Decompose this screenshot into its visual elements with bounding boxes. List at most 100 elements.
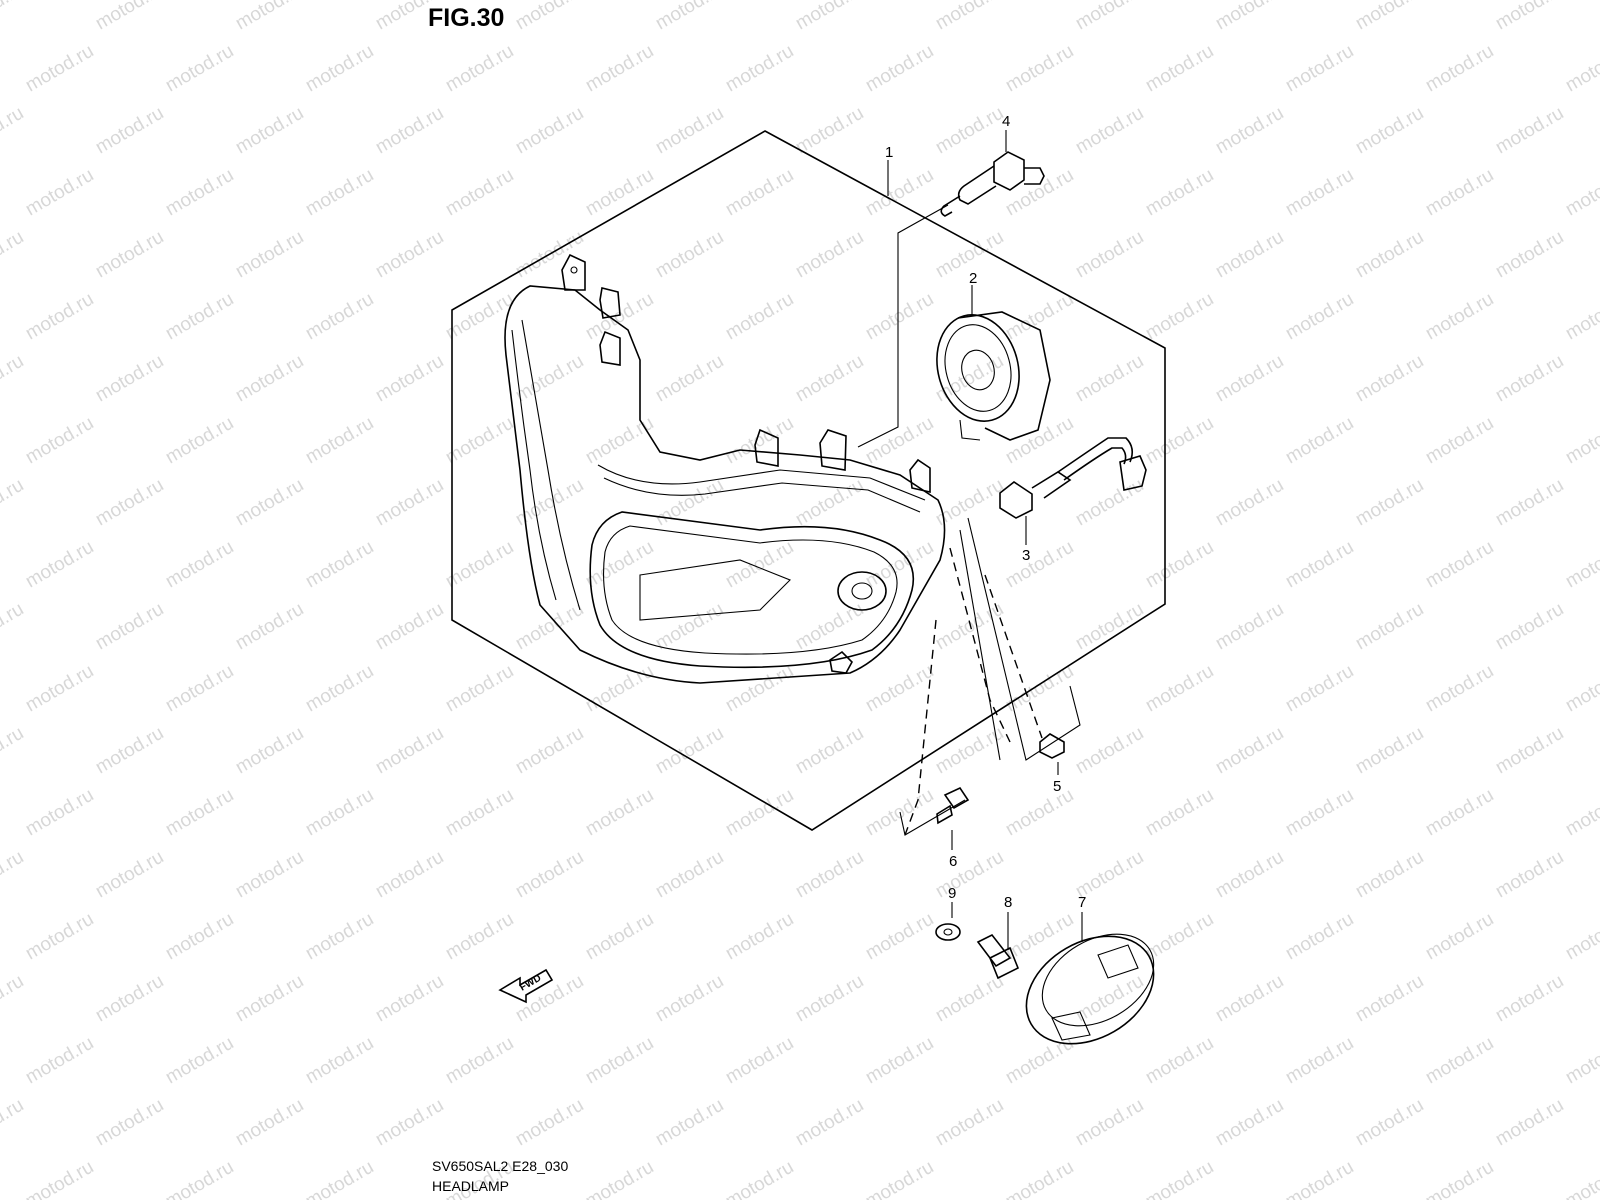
watermark-text: motod.ru <box>372 227 447 283</box>
callout-6[interactable]: 6 <box>949 853 957 870</box>
watermark-text: motod.ru <box>652 723 727 779</box>
watermark-text: motod.ru <box>0 599 27 655</box>
headlamp-bulb[interactable] <box>940 130 1045 217</box>
watermark-text: motod.ru <box>22 909 97 965</box>
watermark-text: motod.ru <box>1002 785 1077 841</box>
watermark-text: motod.ru <box>442 41 517 97</box>
watermark-text: motod.ru <box>1282 661 1357 717</box>
watermark-text: motod.ru <box>302 661 377 717</box>
watermark-text: motod.ru <box>722 41 797 97</box>
watermark-text: motod.ru <box>0 103 27 159</box>
watermark-text: motod.ru <box>582 289 657 345</box>
watermark-text: motod.ru <box>162 1157 237 1200</box>
watermark-text: motod.ru <box>722 1157 797 1200</box>
watermark-text: motod.ru <box>792 103 867 159</box>
watermark-text: motod.ru <box>1352 1095 1427 1151</box>
watermark-text: motod.ru <box>1002 537 1077 593</box>
watermark-text: motod.ru <box>722 1033 797 1089</box>
leader-bracket-6 <box>899 799 966 836</box>
callout-4[interactable]: 4 <box>1002 113 1010 130</box>
callout-5[interactable]: 5 <box>1053 778 1061 795</box>
watermark-text: motod.ru <box>1492 1095 1567 1151</box>
watermark-text: motod.ru <box>1142 909 1217 965</box>
watermark-text: motod.ru <box>442 413 517 469</box>
watermark-text: motod.ru <box>302 909 377 965</box>
watermark-text: motod.ru <box>232 723 307 779</box>
reflector[interactable] <box>1007 912 1173 1066</box>
socket-cover[interactable] <box>925 285 1051 441</box>
watermark-text: motod.ru <box>1492 475 1567 531</box>
watermark-text: motod.ru <box>582 1157 657 1200</box>
watermark-text: motod.ru <box>0 1095 27 1151</box>
watermark-text: motod.ru <box>1352 103 1427 159</box>
lamp-socket-wire[interactable] <box>999 437 1147 545</box>
watermark-text: motod.ru <box>1072 599 1147 655</box>
watermark-text: motod.ru <box>1072 351 1147 407</box>
watermark-text: motod.ru <box>1422 165 1497 221</box>
callout-3[interactable]: 3 <box>1022 547 1030 564</box>
watermark-text: motod.ru <box>1562 289 1600 345</box>
watermark-text: motod.ru <box>22 413 97 469</box>
watermark-text: motod.ru <box>792 1095 867 1151</box>
watermark-text: motod.ru <box>232 1095 307 1151</box>
watermark-text: motod.ru <box>22 785 97 841</box>
watermark-text: motod.ru <box>792 971 867 1027</box>
watermark-text: motod.ru <box>512 1095 587 1151</box>
watermark-text: motod.ru <box>232 351 307 407</box>
watermark-text: motod.ru <box>162 413 237 469</box>
watermark-text: motod.ru <box>302 1157 377 1200</box>
watermark-text: motod.ru <box>722 785 797 841</box>
watermark-text: motod.ru <box>22 165 97 221</box>
watermark-text: motod.ru <box>22 289 97 345</box>
watermark-text: motod.ru <box>1492 0 1567 34</box>
watermark-text: motod.ru <box>232 227 307 283</box>
watermark-text: motod.ru <box>22 1157 97 1200</box>
screw[interactable] <box>936 786 970 850</box>
watermark-text: motod.ru <box>1492 599 1567 655</box>
watermark-text: motod.ru <box>442 537 517 593</box>
watermark-text: motod.ru <box>92 0 167 34</box>
callout-7[interactable]: 7 <box>1078 894 1086 911</box>
watermark-text: motod.ru <box>512 723 587 779</box>
watermark-text: motod.ru <box>92 847 167 903</box>
watermark-text: motod.ru <box>722 289 797 345</box>
position-bulb-group[interactable] <box>959 517 1081 775</box>
headlamp-housing[interactable] <box>504 253 946 684</box>
watermark-text: motod.ru <box>162 661 237 717</box>
watermark-text: motod.ru <box>1492 971 1567 1027</box>
watermark-text: motod.ru <box>1422 1033 1497 1089</box>
watermark-text: motod.ru <box>1492 103 1567 159</box>
watermark-text: motod.ru <box>1352 0 1427 34</box>
watermark-text: motod.ru <box>92 599 167 655</box>
callout-8[interactable]: 8 <box>1004 894 1012 911</box>
watermark-text: motod.ru <box>1282 41 1357 97</box>
watermark-text: motod.ru <box>22 661 97 717</box>
watermark-text: motod.ru <box>582 661 657 717</box>
watermark-text: motod.ru <box>862 165 937 221</box>
callout-1[interactable]: 1 <box>885 144 893 161</box>
watermark-text: motod.ru <box>652 103 727 159</box>
leader-bracket-1 <box>857 204 949 448</box>
watermark-text: motod.ru <box>92 475 167 531</box>
watermark-text: motod.ru <box>92 971 167 1027</box>
callout-2[interactable]: 2 <box>969 270 977 287</box>
watermark-text: motod.ru <box>652 227 727 283</box>
watermark-text: motod.ru <box>0 475 27 531</box>
watermark-text: motod.ru <box>372 351 447 407</box>
watermark-text: motod.ru <box>0 351 27 407</box>
callout-9[interactable]: 9 <box>948 885 956 902</box>
spacer[interactable] <box>976 912 1020 980</box>
watermark-text: motod.ru <box>1142 537 1217 593</box>
watermark-text: motod.ru <box>0 723 27 779</box>
watermark-text: motod.ru <box>162 537 237 593</box>
watermark-text: motod.ru <box>302 413 377 469</box>
watermark-text: motod.ru <box>22 537 97 593</box>
watermark-text: motod.ru <box>652 1095 727 1151</box>
watermark-text: motod.ru <box>442 1033 517 1089</box>
watermark-text: motod.ru <box>0 971 27 1027</box>
watermark-text: motod.ru <box>862 909 937 965</box>
watermark-text: motod.ru <box>1072 475 1147 531</box>
washer[interactable] <box>935 902 961 941</box>
watermark-text: motod.ru <box>1422 1157 1497 1200</box>
watermark-text: motod.ru <box>372 847 447 903</box>
